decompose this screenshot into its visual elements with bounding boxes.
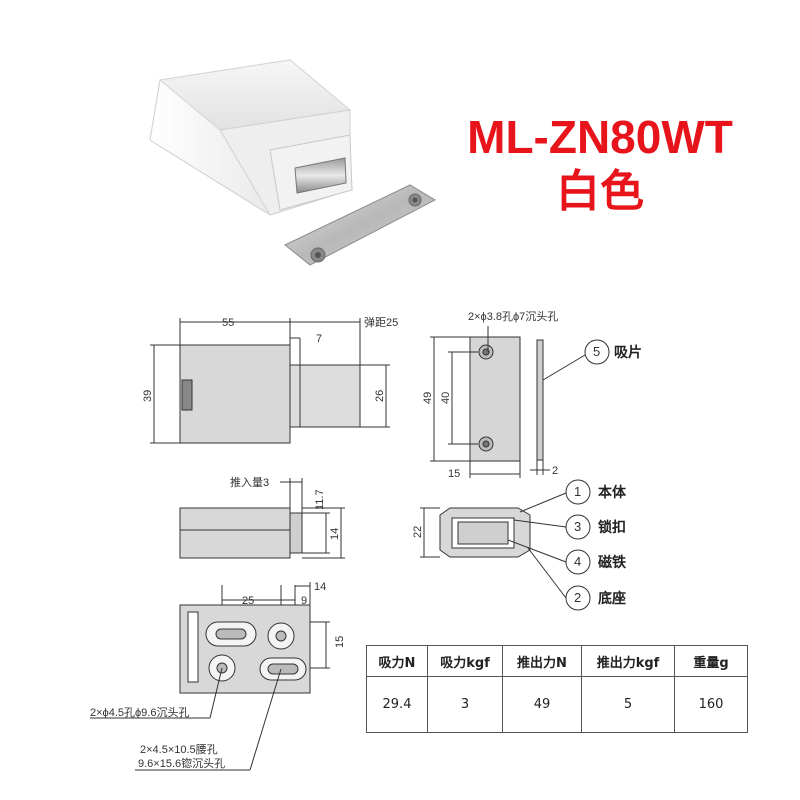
callout-label-5: 吸片 xyxy=(614,344,642,361)
dim-hole-a: 2×ϕ4.5孔ϕ9.6沉头孔 xyxy=(90,706,189,719)
dim-49: 49 xyxy=(422,392,434,404)
spec-value: 160 xyxy=(674,676,748,733)
spec-value: 29.4 xyxy=(366,676,428,733)
callout-num-3: 3 xyxy=(574,519,581,534)
spec-header: 吸力N xyxy=(366,645,428,677)
dim-15b: 15 xyxy=(334,636,346,648)
spec-value: 3 xyxy=(427,676,503,733)
dim-26: 26 xyxy=(374,390,386,402)
callout-label-4: 磁铁 xyxy=(598,554,626,571)
spec-header: 推出力kgf xyxy=(581,645,675,677)
model-title: ML-ZN80WT xyxy=(467,111,733,163)
dim-hole-b1: 2×4.5×10.5腰孔 xyxy=(140,743,218,756)
dim-40: 40 xyxy=(440,392,452,404)
color-title: 白色 xyxy=(556,166,644,217)
spec-header: 吸力kgf xyxy=(427,645,503,677)
dim-stroke: 弹距25 xyxy=(364,315,398,329)
spec-value-row: 29.4 3 49 5 160 xyxy=(366,676,748,733)
spec-header-row: 吸力N 吸力kgf 推出力N 推出力kgf 重量g xyxy=(366,645,748,677)
dim-2: 2 xyxy=(552,465,558,477)
callout-label-2: 底座 xyxy=(598,590,626,607)
spec-header: 重量g xyxy=(674,645,748,677)
dim-15: 15 xyxy=(448,468,460,480)
spec-value: 49 xyxy=(502,676,582,733)
dim-14: 14 xyxy=(329,528,341,540)
callout-num-2: 2 xyxy=(574,590,581,605)
callout-label-1: 本体 xyxy=(598,484,627,501)
dim-39: 39 xyxy=(142,390,154,402)
product-photo xyxy=(149,59,437,266)
dim-hole-b2: 9.6×15.6锪沉头孔 xyxy=(138,757,225,770)
callout-num-5: 5 xyxy=(593,344,600,359)
dim-7: 7 xyxy=(316,333,322,345)
dim-push-in: 推入量3 xyxy=(230,475,269,489)
dim-hole-spec: 2×ϕ3.8孔ϕ7沉头孔 xyxy=(468,310,558,323)
dim-9: 9 xyxy=(301,595,307,607)
spec-header: 推出力N xyxy=(502,645,582,677)
callout-num-1: 1 xyxy=(574,484,581,499)
dim-25: 25 xyxy=(242,595,254,607)
dim-22: 22 xyxy=(412,526,424,538)
spec-table: 吸力N 吸力kgf 推出力N 推出力kgf 重量g 29.4 3 49 5 16… xyxy=(366,645,748,733)
spec-value: 5 xyxy=(581,676,675,733)
callout-label-3: 锁扣 xyxy=(598,519,626,536)
dim-55: 55 xyxy=(222,317,234,329)
callout-num-4: 4 xyxy=(574,554,581,569)
dim-11-7: 11.7 xyxy=(314,489,326,510)
dim-14b: 14 xyxy=(314,581,326,593)
